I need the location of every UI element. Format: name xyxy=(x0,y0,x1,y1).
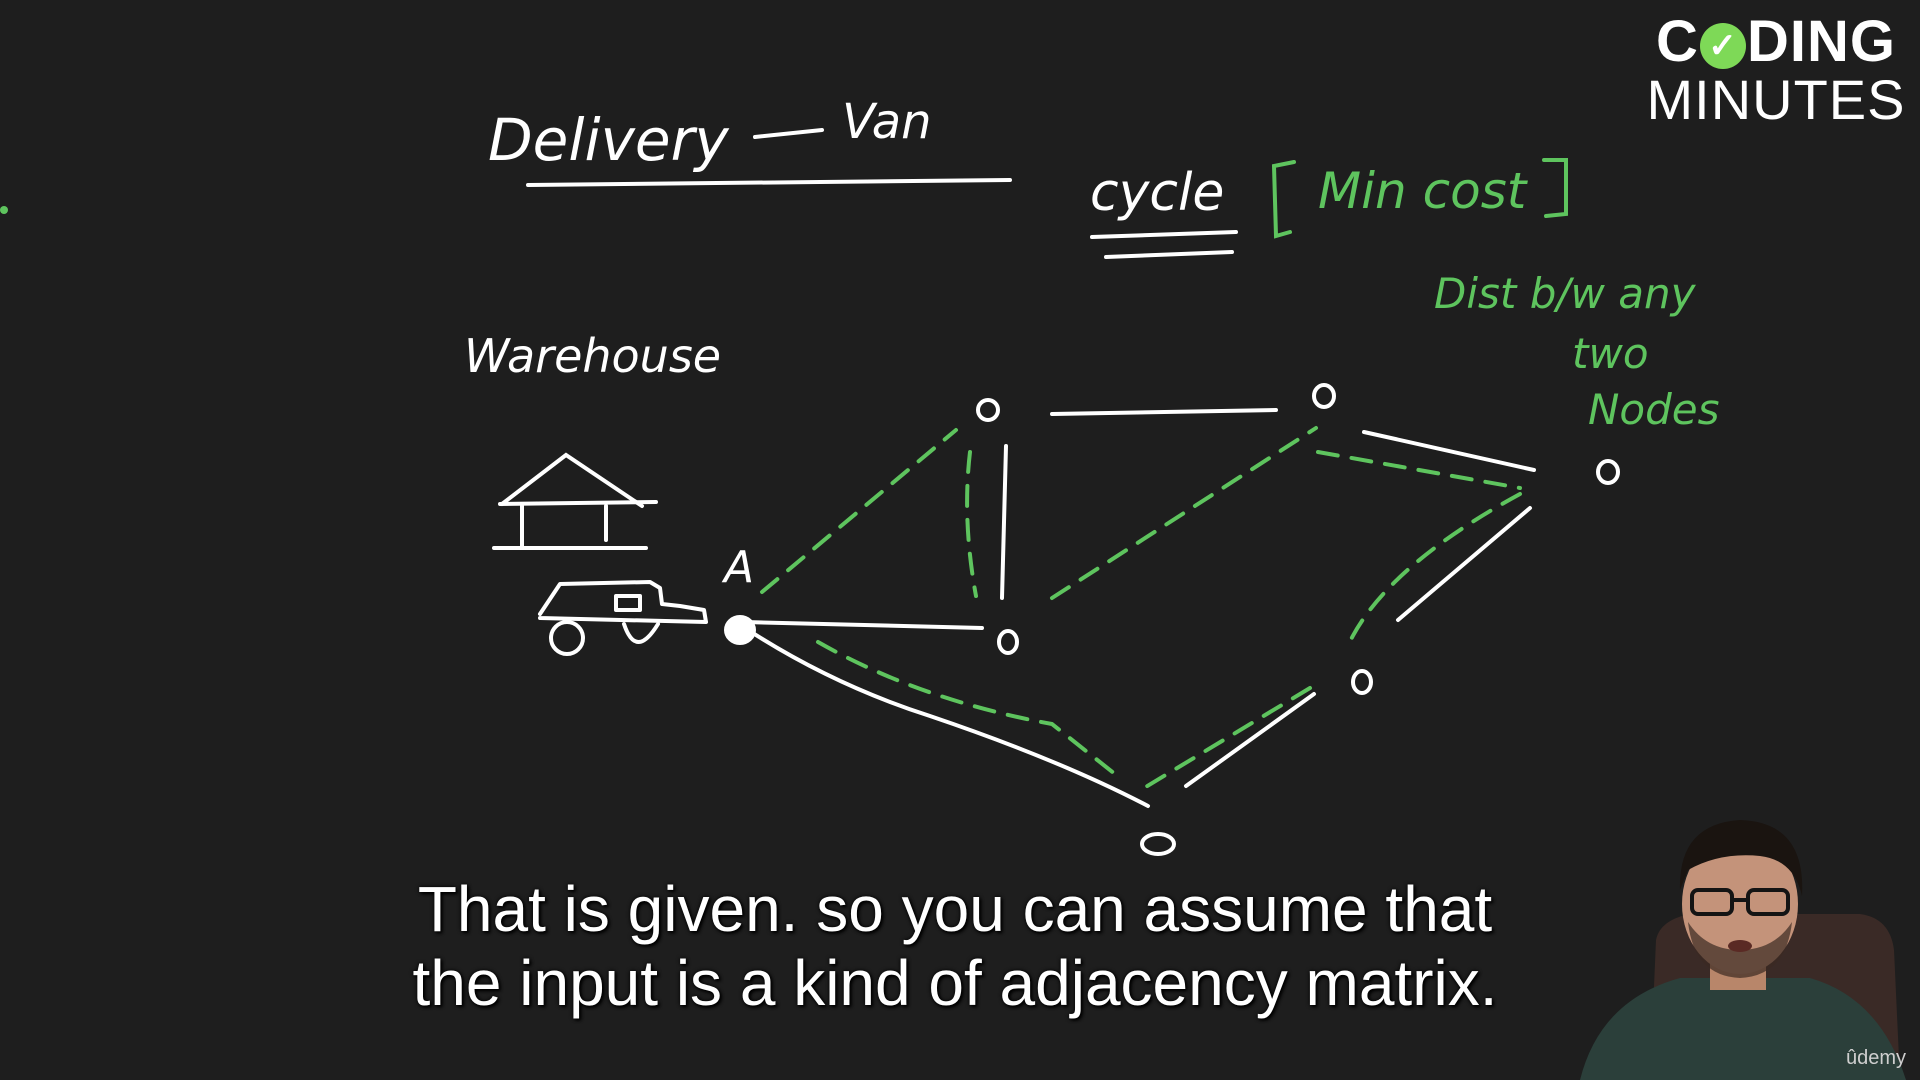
edge-a-n6 xyxy=(740,624,1150,808)
cycle-underline-2 xyxy=(1104,250,1234,259)
dashed-edge-n4-n2 xyxy=(1050,426,1318,600)
coding-minutes-logo: C✓DING MINUTES xyxy=(1646,12,1906,128)
graph-node-2 xyxy=(1312,383,1336,409)
edge-n1-n4 xyxy=(1000,444,1008,600)
edge-a-n4 xyxy=(742,620,984,630)
caption-line-2: the input is a kind of adjacency matrix. xyxy=(412,947,1498,1019)
warehouse-label: Warehouse xyxy=(464,329,721,383)
logo-prefix: C xyxy=(1656,9,1699,74)
glasses-icon xyxy=(1690,888,1790,916)
title-strike xyxy=(753,128,824,139)
logo-line-1: C✓DING xyxy=(1646,12,1906,72)
dashed-edge-a-n1 xyxy=(760,428,958,594)
presenter-shirt xyxy=(1580,978,1906,1080)
dashed-edge-n2-n3 xyxy=(1316,450,1522,490)
bracket-right xyxy=(1542,158,1568,218)
dashed-edge-n5-n6 xyxy=(1142,686,1312,790)
dashed-edge-n3-n5 xyxy=(1344,492,1522,652)
subtitle-caption: That is given. so you can assume that th… xyxy=(290,872,1620,1020)
graph-node-5 xyxy=(1351,669,1373,695)
title-underline xyxy=(526,178,1012,187)
note-line-1: Dist b/w any xyxy=(1434,269,1697,318)
stray-mark xyxy=(0,206,8,214)
cycle-text: cycle xyxy=(1090,163,1224,223)
title-text: Delivery xyxy=(488,106,729,174)
dashed-edge-n1-n4 xyxy=(965,450,978,598)
graph-node-4 xyxy=(997,629,1019,655)
graph-node-a xyxy=(724,615,756,645)
edge-n5-n6 xyxy=(1184,692,1316,788)
presenter-hair xyxy=(1679,820,1803,896)
note-line-2: two xyxy=(1572,329,1649,378)
caption-line-1: That is given. so you can assume that xyxy=(417,873,1493,945)
logo-suffix: DING xyxy=(1746,9,1896,74)
edge-n1-n2 xyxy=(1050,408,1278,416)
graph-node-6 xyxy=(1140,832,1176,856)
graph-node-3 xyxy=(1596,459,1620,485)
graph-node-1 xyxy=(976,398,1000,422)
check-icon: ✓ xyxy=(1699,23,1746,69)
bracket-left xyxy=(1271,160,1296,239)
dashed-edge-a-n6 xyxy=(816,640,1122,780)
presenter-webcam xyxy=(1580,820,1906,1080)
min-cost-text: Min cost xyxy=(1318,162,1529,220)
node-a-label: A xyxy=(721,542,754,593)
udemy-watermark: ûdemy xyxy=(1845,1047,1906,1069)
logo-line-2: MINUTES xyxy=(1646,68,1906,131)
presenter-face xyxy=(1682,834,1798,974)
edge-n3-n5 xyxy=(1396,506,1532,622)
edge-n2-n3 xyxy=(1362,430,1536,472)
van-icon xyxy=(538,580,708,656)
house-icon xyxy=(492,452,658,550)
cycle-underline-1 xyxy=(1090,230,1238,239)
title-tail-text: Van xyxy=(842,94,932,150)
presenter-mouth xyxy=(1728,940,1752,952)
note-line-3: Nodes xyxy=(1588,385,1720,434)
